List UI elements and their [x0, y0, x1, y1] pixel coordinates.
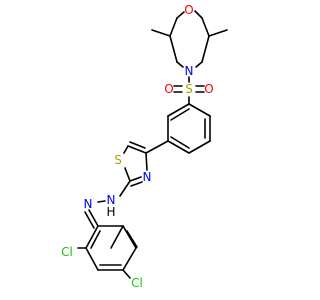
bond [176, 61, 184, 68]
bond [129, 141, 146, 149]
bond [119, 180, 131, 197]
bond [88, 209, 99, 227]
bond [124, 167, 131, 182]
bond [110, 225, 124, 249]
bond [194, 10, 203, 19]
bond [176, 11, 185, 19]
bond [169, 17, 178, 37]
atom-label: N [185, 64, 194, 78]
bond [167, 103, 190, 117]
atom-label: O [184, 3, 193, 17]
atom-label: S [114, 153, 122, 167]
bond [122, 247, 137, 271]
bonds [77, 10, 228, 279]
atom-label: O [164, 82, 173, 96]
atom-label: S [185, 82, 193, 96]
bond [129, 176, 142, 182]
bond [126, 230, 138, 248]
bond [188, 103, 211, 117]
bond [122, 269, 131, 279]
bond [188, 140, 211, 154]
bond [123, 145, 129, 154]
bond [151, 29, 171, 37]
bond [85, 247, 99, 271]
atom-label: N [143, 170, 152, 184]
atom-label: N [107, 193, 116, 207]
bond [84, 211, 95, 229]
bond [208, 29, 228, 37]
atom-labels: O N S O O S N N H N Cl Cl [61, 3, 214, 290]
atom-label: Cl [131, 276, 143, 290]
bond [145, 140, 169, 154]
bond [169, 35, 178, 63]
atom-label: Cl [61, 245, 73, 259]
bond [130, 181, 143, 187]
bond [170, 108, 190, 121]
bond [127, 145, 147, 154]
bond [170, 136, 190, 149]
molecule-structure: O N S O O S N N H N Cl Cl [61, 3, 228, 290]
bond [201, 35, 210, 63]
atom-label: O [204, 82, 213, 96]
bond [97, 200, 106, 203]
bond [85, 225, 99, 249]
bond [145, 152, 148, 171]
bond [90, 230, 101, 249]
bond [122, 225, 137, 249]
atom-label: N [84, 197, 93, 211]
bond [195, 61, 203, 68]
atom-label: H [106, 205, 115, 219]
bond [201, 17, 210, 37]
bond [167, 140, 190, 154]
